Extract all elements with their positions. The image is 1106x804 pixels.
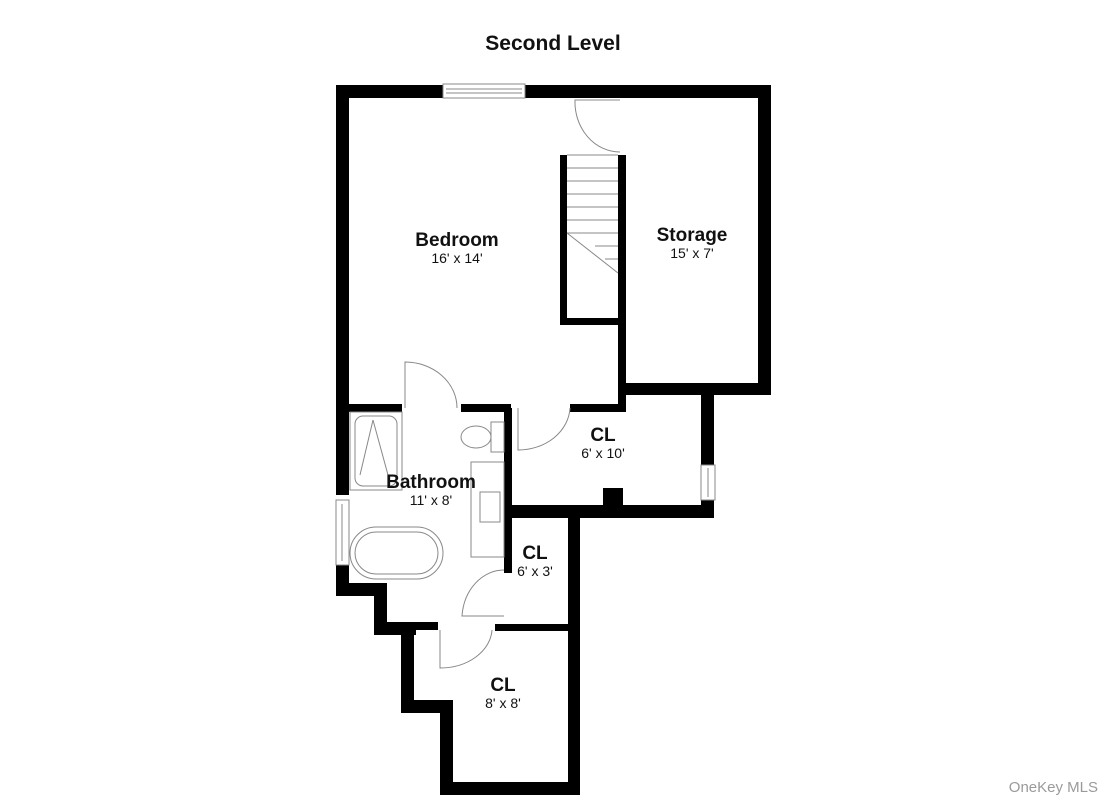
- windows: [335, 83, 716, 566]
- room-bedroom: Bedroom 16' x 14': [415, 231, 498, 266]
- room-name: CL: [490, 675, 516, 696]
- room-name: Bathroom: [386, 472, 476, 493]
- stairs: [566, 154, 619, 274]
- room-bathroom: Bathroom 11' x 8': [386, 473, 476, 508]
- room-dims: 6' x 3': [517, 563, 553, 579]
- walls: [336, 85, 771, 795]
- floor-title: Second Level: [485, 32, 621, 55]
- sink: [479, 491, 501, 523]
- room-dims: 6' x 10': [581, 445, 625, 461]
- room-closet-6x10: CL 6' x 10': [581, 426, 624, 461]
- toilet: [460, 425, 492, 449]
- room-name: CL: [590, 425, 616, 446]
- room-dims: 16' x 14': [431, 250, 483, 266]
- room-dims: 11' x 8': [409, 492, 453, 508]
- room-storage: Storage 15' x 7': [657, 226, 728, 261]
- storage-door: [574, 99, 621, 153]
- room-closet-6x3: CL 6' x 3': [517, 544, 553, 579]
- room-dims: 15' x 7': [670, 245, 714, 261]
- doors: [404, 99, 621, 669]
- watermark: OneKey MLS: [1008, 779, 1098, 796]
- bathtub: [349, 526, 444, 580]
- room-dims: 8' x 8': [485, 695, 521, 711]
- closet-door-2: [461, 569, 505, 617]
- closet-door-3: [439, 629, 493, 669]
- room-closet-8x8: CL 8' x 8': [485, 676, 521, 711]
- closet-door-1: [517, 407, 571, 451]
- bath-door: [404, 361, 458, 409]
- fixtures: [349, 411, 505, 580]
- room-name: Storage: [656, 225, 728, 246]
- top-window: [442, 83, 526, 99]
- room-name: Bedroom: [415, 230, 499, 251]
- shower: [349, 411, 403, 491]
- room-name: CL: [522, 543, 548, 564]
- vanity: [470, 461, 505, 558]
